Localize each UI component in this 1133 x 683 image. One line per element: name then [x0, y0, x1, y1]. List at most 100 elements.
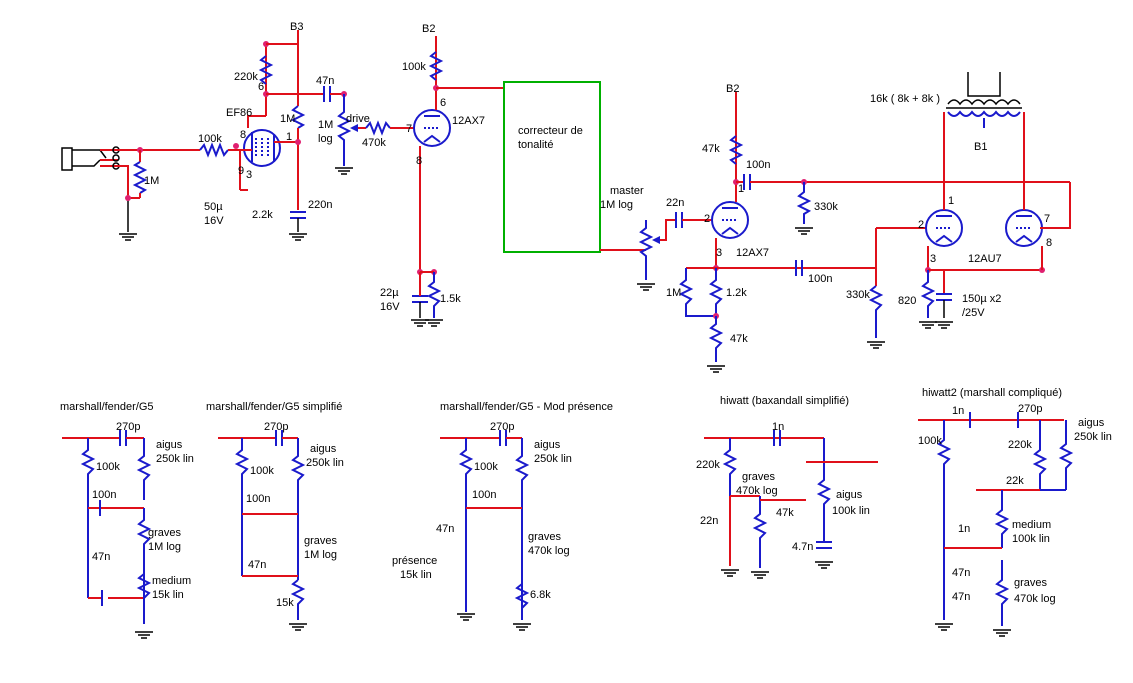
label-r-1m-b: 1M	[666, 287, 681, 299]
stack4-r: 220k	[696, 459, 720, 471]
pin-1: 1	[286, 131, 292, 143]
stack5-title: hiwatt2 (marshall compliqué)	[922, 387, 1062, 399]
label-16v-b: 16V	[380, 301, 400, 313]
stack1-pot2: graves	[148, 527, 182, 539]
label-r-1k5: 1.5k	[440, 293, 461, 305]
stack5-c2: 1n	[958, 523, 970, 535]
pin-7: 7	[406, 123, 412, 135]
stack4-pot1: aigus	[836, 489, 863, 501]
tube-v3: 12AU7	[968, 253, 1002, 265]
stack5-pot1: aigus	[1078, 417, 1105, 429]
stack1-pot3: medium	[152, 575, 191, 587]
pin-1-v2: 1	[738, 183, 744, 195]
label-r-470k: 470k	[362, 137, 386, 149]
stack4-pot1v: 100k lin	[832, 505, 870, 517]
stack5-pot2: medium	[1012, 519, 1051, 531]
stack5-c3: 47n	[952, 567, 970, 579]
label-r-220k: 220k	[234, 71, 258, 83]
v2-tube	[711, 201, 749, 239]
transformer-label: 16k ( 8k + 8k )	[870, 93, 940, 105]
label-drive: drive	[346, 113, 370, 125]
master-pot	[638, 220, 654, 280]
label-r-47k-a: 47k	[702, 143, 720, 155]
stack2-r2: 15k	[276, 597, 294, 609]
stack5-r2: 22k	[1006, 475, 1024, 487]
stack1-pot3v: 15k lin	[152, 589, 184, 601]
stack3-pot3v: 15k lin	[400, 569, 432, 581]
label-r-1m-g: 1M	[280, 113, 295, 125]
stack2-pot1: aigus	[310, 443, 337, 455]
pin-2-v2: 2	[704, 213, 710, 225]
label-master-val: 1M log	[600, 199, 633, 211]
stack5-c0: 1n	[952, 405, 964, 417]
pin-1-v3: 1	[948, 195, 954, 207]
label-c-22u: 22µ	[380, 287, 399, 299]
stack5-c1: 270p	[1018, 403, 1042, 415]
label-master: master	[610, 185, 644, 197]
stack1-c2: 100n	[92, 489, 116, 501]
v1-tube	[413, 109, 451, 147]
main-schematic	[61, 30, 1071, 373]
pin-8: 8	[240, 129, 246, 141]
stack3-pot2v: 470k log	[528, 545, 570, 557]
pin-7-v3: 7	[1044, 213, 1050, 225]
label-r-1m-in: 1M	[144, 175, 159, 187]
tone-block-line1: correcteur de	[518, 125, 583, 137]
label-r-100k-b2: 100k	[402, 61, 426, 73]
stack-4	[704, 430, 878, 579]
label-c-50u: 50µ	[204, 201, 223, 213]
pin-6-v1: 6	[440, 97, 446, 109]
pin-8-v1: 8	[416, 155, 422, 167]
supply-b1: B1	[974, 141, 987, 153]
stack-2	[218, 430, 308, 631]
pin-3-ef86: 3	[246, 169, 252, 181]
label-r-2k2: 2.2k	[252, 209, 273, 221]
stack1-r: 100k	[96, 461, 120, 473]
stack1-c1: 270p	[116, 421, 140, 433]
input-resistor	[132, 161, 148, 194]
label-r-330k-b: 330k	[846, 289, 870, 301]
stack4-c2: 22n	[700, 515, 718, 527]
stack-3	[440, 430, 532, 631]
stack3-c2: 100n	[472, 489, 496, 501]
label-r-1k2: 1.2k	[726, 287, 747, 299]
label-r-330k-a: 330k	[814, 201, 838, 213]
stack5-pot1v: 250k lin	[1074, 431, 1112, 443]
stack4-c1: 1n	[772, 421, 784, 433]
stack5-pot2v: 100k lin	[1012, 533, 1050, 545]
label-c-100n-a: 100n	[746, 159, 770, 171]
stack4-r2: 47k	[776, 507, 794, 519]
supply-b3: B3	[290, 21, 303, 33]
stack4-c3: 4.7n	[792, 541, 813, 553]
stack3-c1: 270p	[490, 421, 514, 433]
pin-3-v3: 3	[930, 253, 936, 265]
stack2-title: marshall/fender/G5 simplifié	[206, 401, 342, 413]
stack3-r2: 6.8k	[530, 589, 551, 601]
stack5-c4: 47n	[952, 591, 970, 603]
supply-b2-a: B2	[422, 23, 435, 35]
label-25v: /25V	[962, 307, 985, 319]
stack2-pot2v: 1M log	[304, 549, 337, 561]
stack3-r: 100k	[474, 461, 498, 473]
supply-b2-b: B2	[726, 83, 739, 95]
drive-pot	[336, 94, 352, 166]
label-r-100k-in: 100k	[198, 133, 222, 145]
pin-3-v2: 3	[716, 247, 722, 259]
stack1-title: marshall/fender/G5	[60, 401, 154, 413]
stack5-r: 100k	[918, 435, 942, 447]
pin-6: 6	[258, 81, 264, 93]
pin-2-v3: 2	[918, 219, 924, 231]
stack2-pot2: graves	[304, 535, 338, 547]
label-drive-val: 1M	[318, 119, 333, 131]
stack2-c1: 270p	[264, 421, 288, 433]
tube-v1: 12AX7	[452, 115, 485, 127]
stack2-c2: 100n	[246, 493, 270, 505]
tube-ef86: EF86	[226, 107, 252, 119]
stack3-pot1: aigus	[534, 439, 561, 451]
input-jack	[61, 146, 120, 171]
label-c-22n: 22n	[666, 197, 684, 209]
label-c-220n: 220n	[308, 199, 332, 211]
stack1-pot2v: 1M log	[148, 541, 181, 553]
